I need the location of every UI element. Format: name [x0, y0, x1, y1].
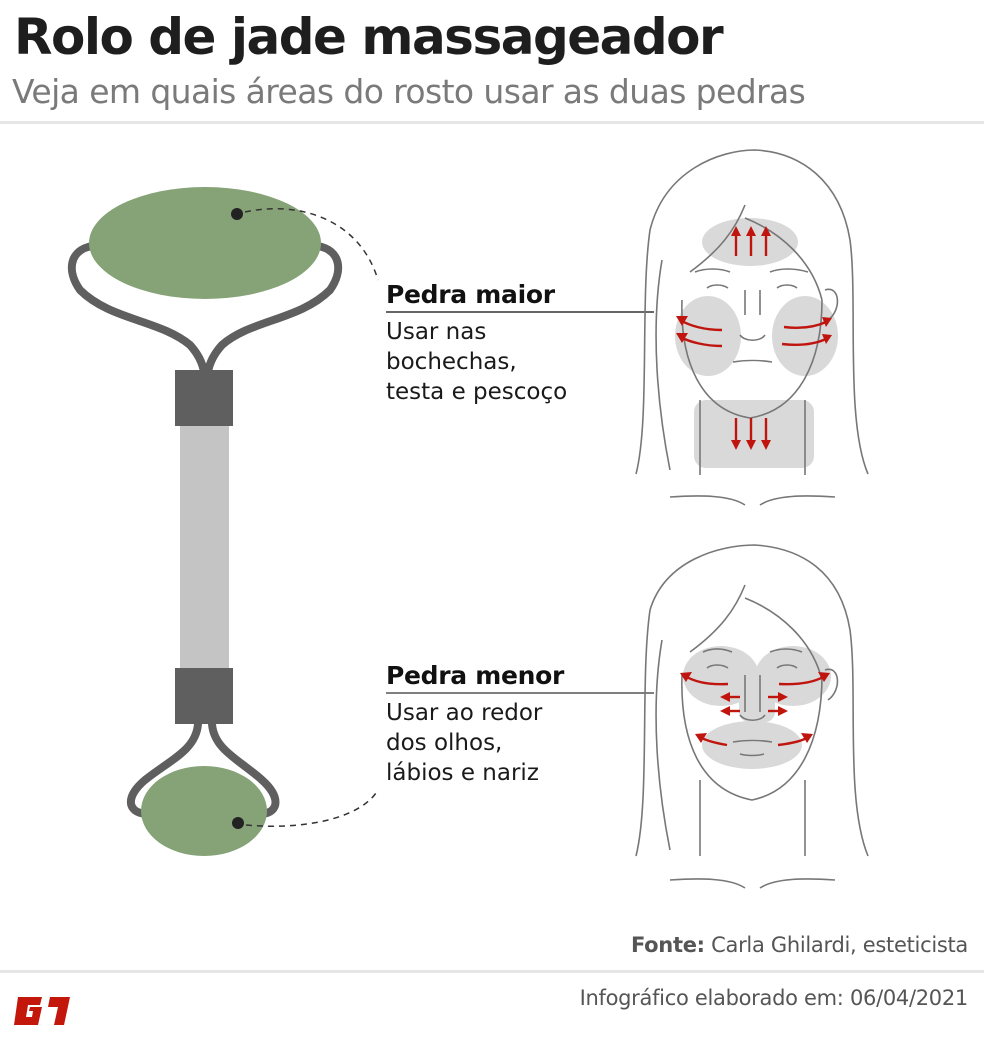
- small-stone-description: Usar ao redor dos olhos, lábios e nariz: [386, 700, 543, 786]
- top-divider: [0, 121, 984, 124]
- small-stone-title: Pedra menor: [386, 661, 565, 690]
- credit-note: Infográfico elaborado em: 06/04/2021: [579, 986, 969, 1010]
- roller-handle: [180, 426, 229, 670]
- face-large-stone-icon: [635, 149, 869, 506]
- page-subtitle: Veja em quais áreas do rosto usar as dua…: [12, 72, 806, 111]
- large-stone-label: Pedra maior Usar nas bochechas, testa e …: [386, 280, 567, 407]
- source-note: Fonte: Carla Ghilardi, esteticista: [631, 933, 968, 957]
- source-label: Fonte:: [630, 933, 705, 957]
- page-title: Rolo de jade massageador: [14, 8, 724, 66]
- jade-roller-icon: [68, 187, 342, 856]
- small-stone-leader: [245, 789, 379, 827]
- large-stone-leader: [244, 208, 379, 281]
- large-stone-description: Usar nas bochechas, testa e pescoço: [386, 319, 568, 405]
- large-stone-title: Pedra maior: [386, 280, 555, 309]
- bottom-divider: [0, 970, 984, 973]
- small-stone-label: Pedra menor Usar ao redor dos olhos, láb…: [386, 661, 564, 788]
- source-value: Carla Ghilardi, esteticista: [711, 933, 968, 957]
- small-stone: [141, 766, 267, 856]
- large-stone: [89, 187, 321, 299]
- g1-logo-icon: [14, 997, 70, 1025]
- face-small-stone-icon: [635, 544, 869, 889]
